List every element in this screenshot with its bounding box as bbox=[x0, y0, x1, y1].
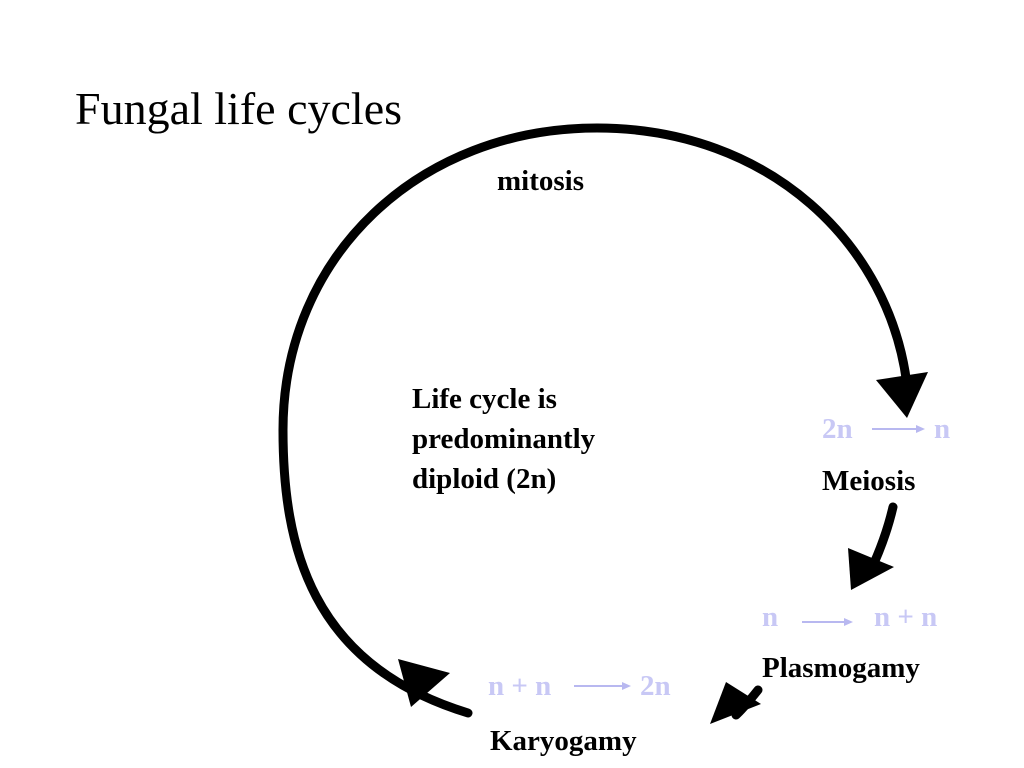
plasmogamy-label: Plasmogamy bbox=[762, 652, 920, 684]
arrowhead-to-plasmogamy bbox=[848, 548, 894, 590]
plasmogamy-to-ploidy: n + n bbox=[874, 601, 937, 633]
slide-title: Fungal life cycles bbox=[75, 83, 402, 134]
arrowhead-to-meiosis bbox=[876, 372, 928, 418]
mitosis-cycle-arrow bbox=[278, 123, 912, 718]
karyogamy-to-ploidy: 2n bbox=[640, 670, 671, 702]
plasmogamy-from-ploidy: n bbox=[762, 601, 778, 633]
karyogamy-from-ploidy: n + n bbox=[488, 670, 551, 702]
karyogamy-label: Karyogamy bbox=[490, 725, 637, 757]
meiosis-to-ploidy: n bbox=[934, 413, 950, 445]
mitosis-label: mitosis bbox=[497, 165, 584, 197]
center-text-line-1: Life cycle is bbox=[412, 383, 557, 415]
plasmogamy-ploidy-arrowhead bbox=[844, 618, 853, 626]
arrowhead-from-karyogamy bbox=[398, 659, 450, 707]
center-text-line-3: diploid (2n) bbox=[412, 463, 556, 495]
arrowhead-to-karyogamy bbox=[710, 682, 761, 724]
meiosis-label: Meiosis bbox=[822, 465, 915, 497]
center-text-line-2: predominantly bbox=[412, 423, 596, 455]
meiosis-ploidy-arrowhead bbox=[916, 425, 925, 433]
karyogamy-ploidy-arrowhead bbox=[622, 682, 631, 690]
meiosis-from-ploidy: 2n bbox=[822, 413, 853, 445]
